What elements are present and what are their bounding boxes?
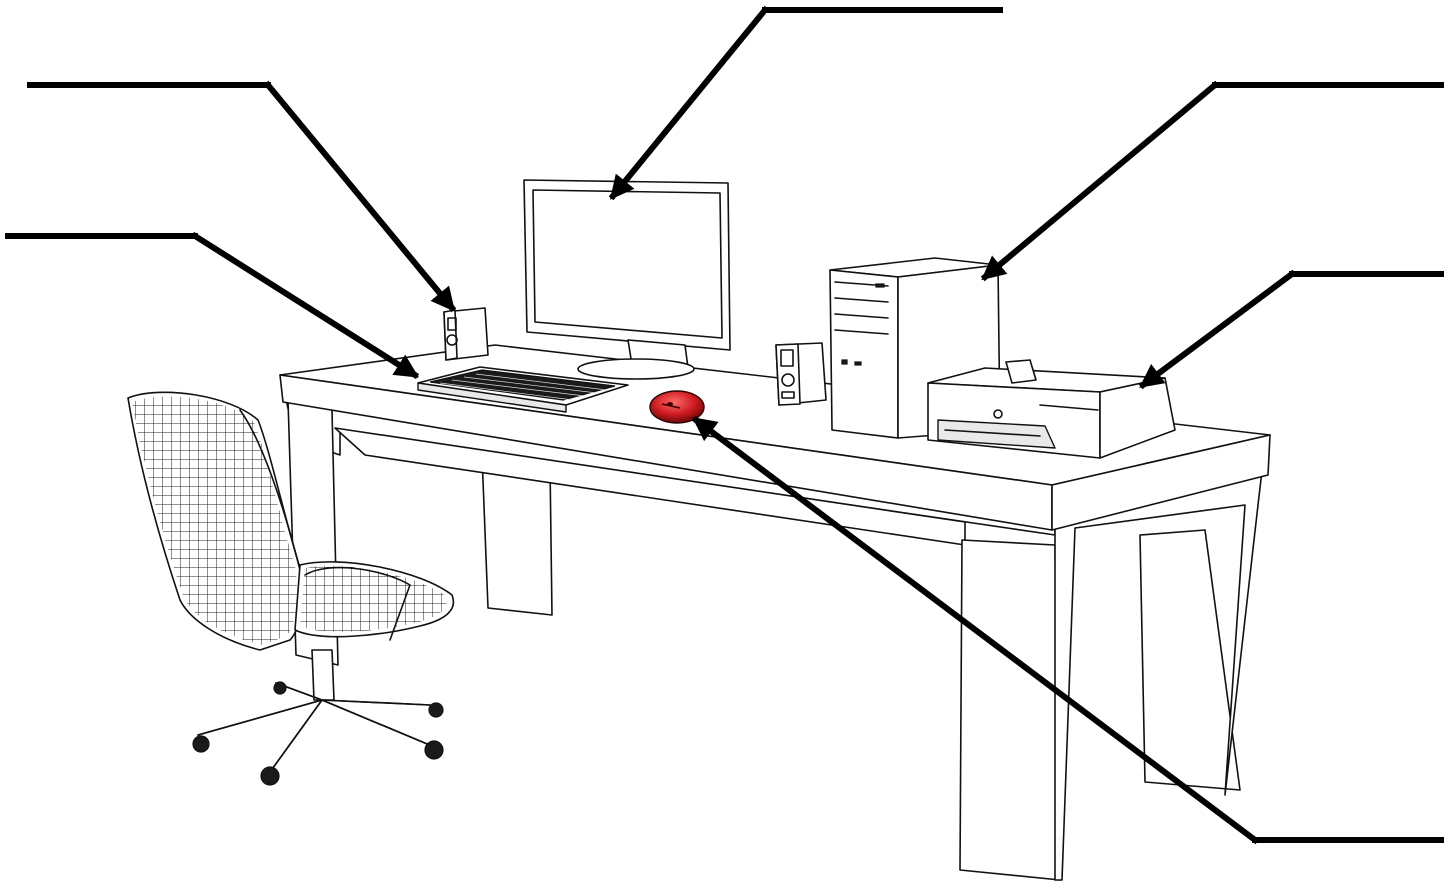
label-speaker	[30, 85, 452, 308]
label-monitor	[613, 10, 1000, 196]
label-system-unit	[985, 85, 1441, 277]
label-keyboard	[8, 236, 415, 375]
monitor	[524, 180, 730, 379]
left-speaker	[444, 308, 488, 360]
printer	[928, 360, 1175, 458]
right-speaker	[776, 343, 826, 405]
label-printer	[1143, 274, 1441, 385]
